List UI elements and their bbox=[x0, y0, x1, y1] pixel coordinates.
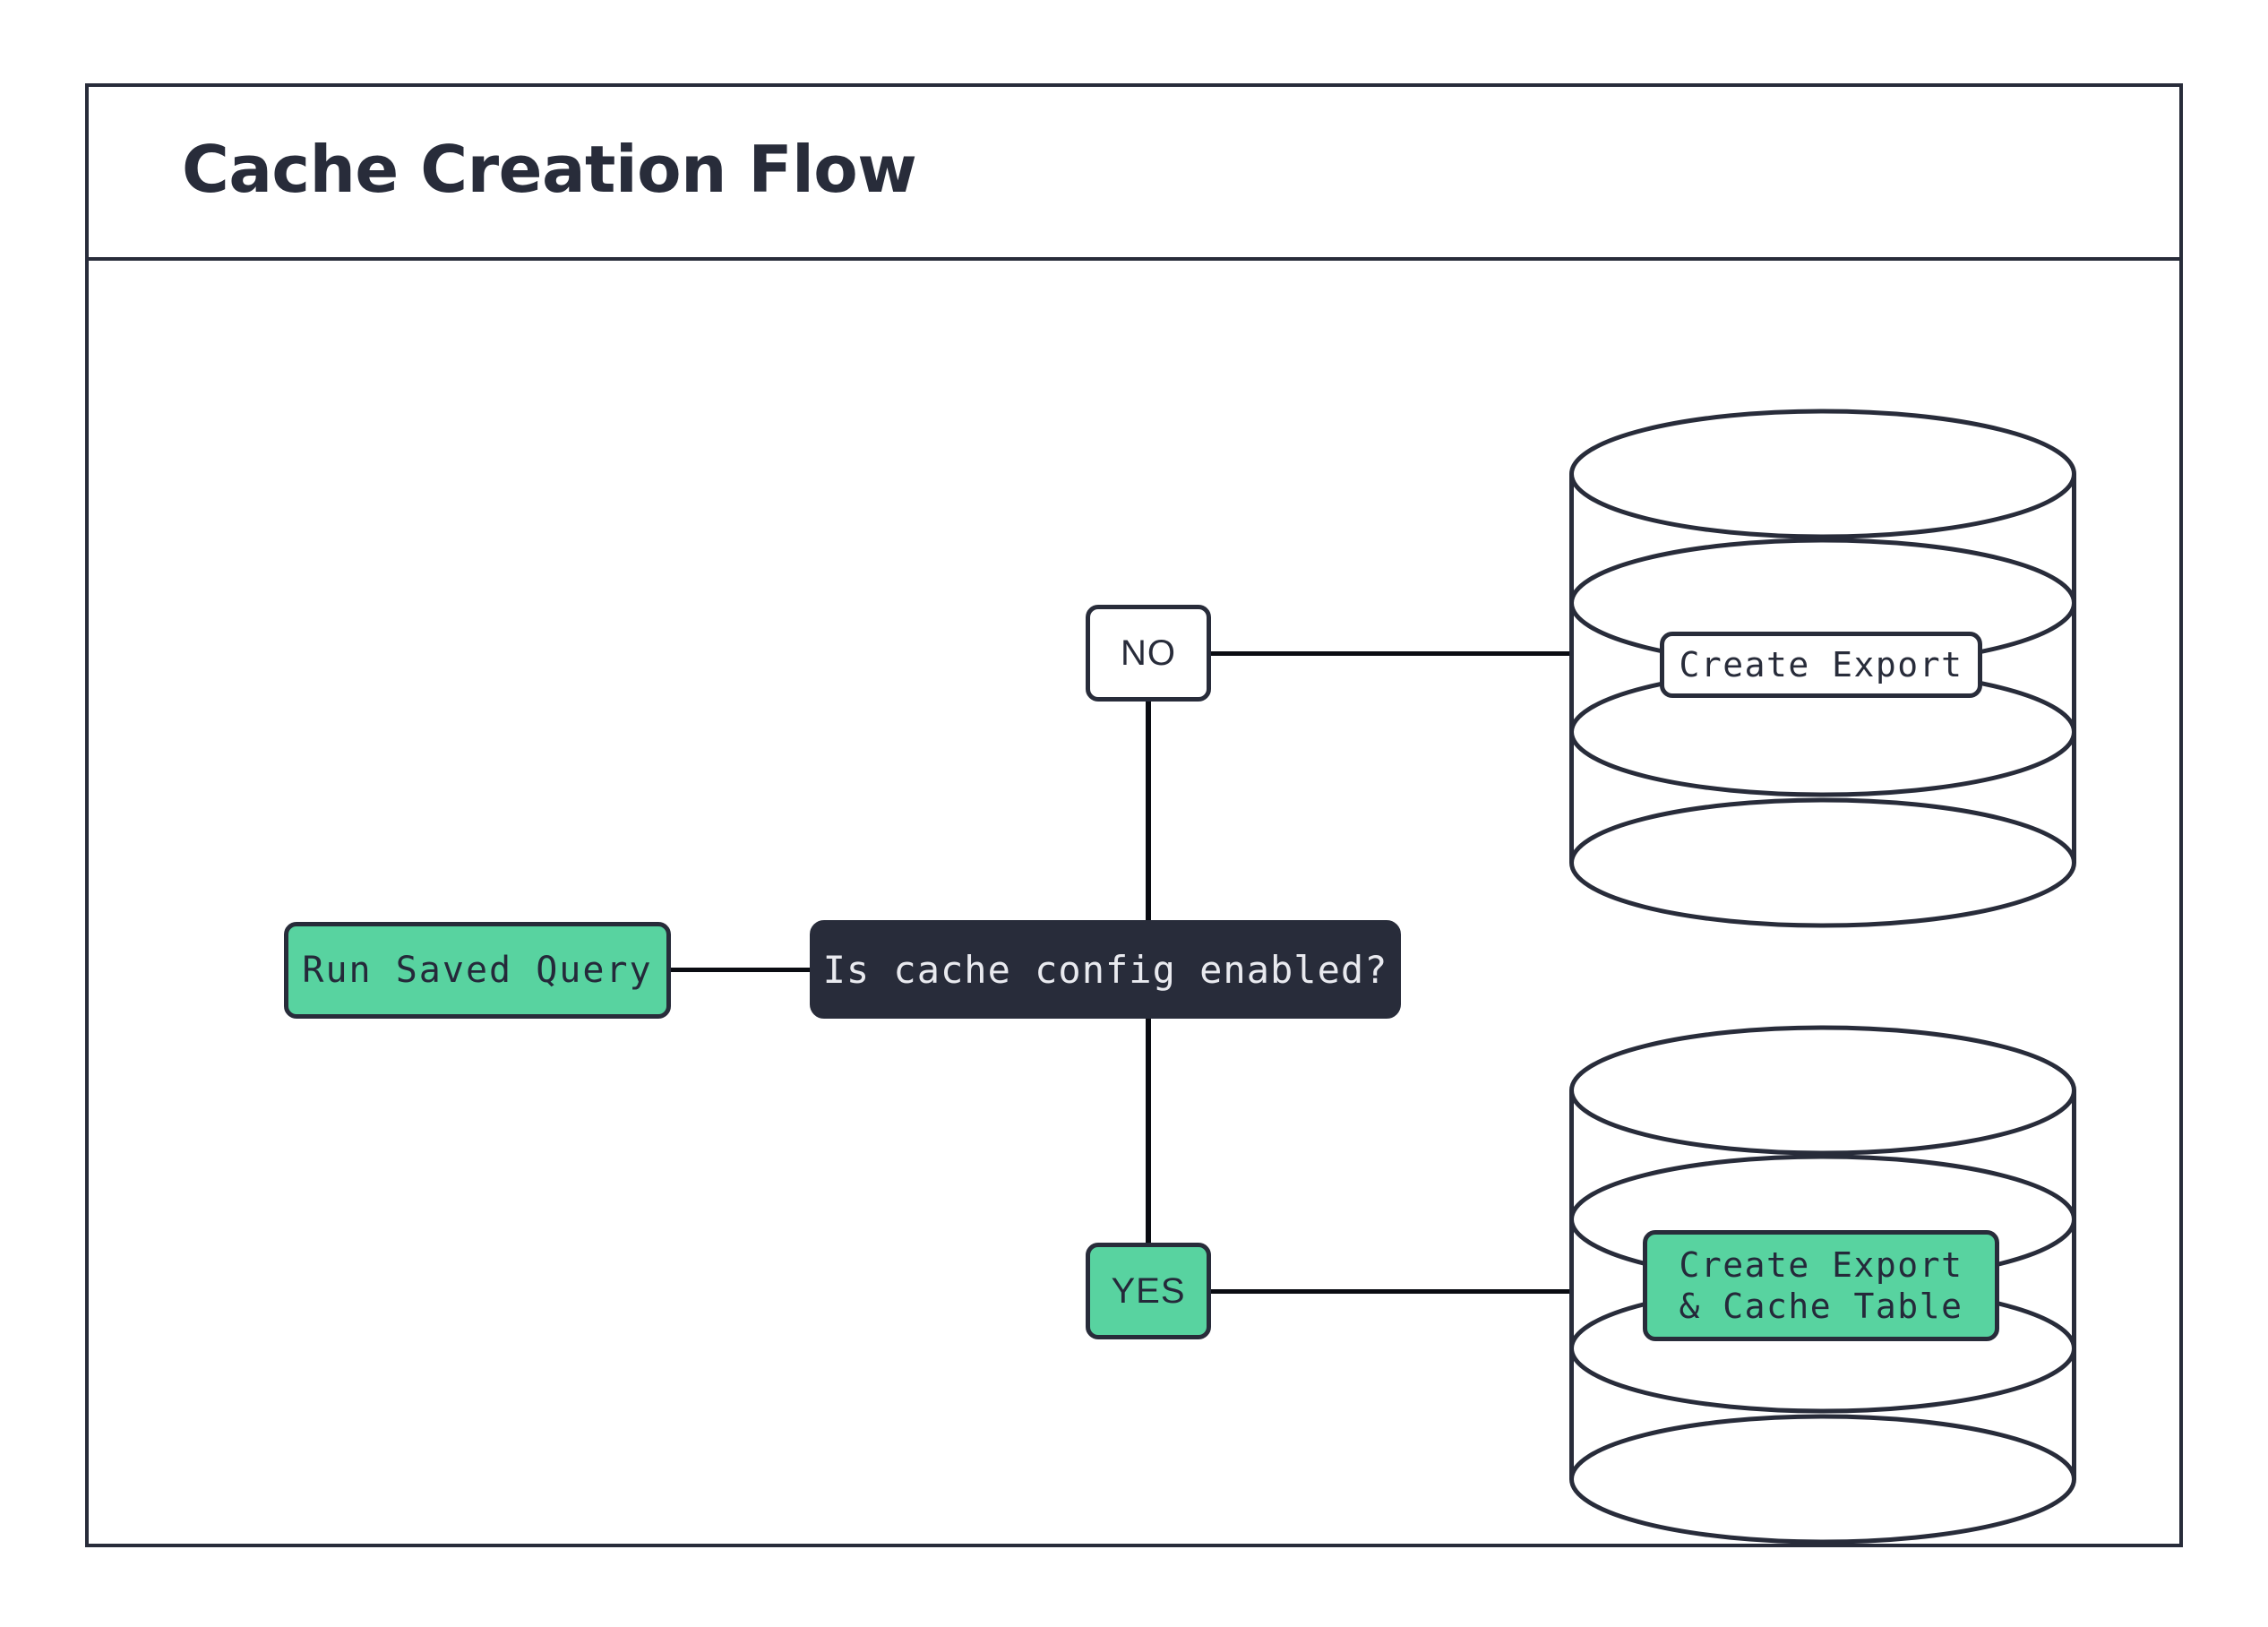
edge-run-query-to-decision bbox=[671, 968, 812, 972]
database-label-line-1: Create Export bbox=[1679, 1244, 1963, 1285]
page-title: Cache Creation Flow bbox=[182, 132, 917, 207]
node-decision-cache-config[interactable]: Is cache config enabled? bbox=[810, 920, 1401, 1019]
branch-label-no[interactable]: NO bbox=[1086, 605, 1211, 702]
diagram-frame: Cache Creation Flow Run Saved Query Is c… bbox=[85, 83, 2183, 1547]
node-run-saved-query[interactable]: Run Saved Query bbox=[284, 922, 671, 1019]
edge-decision-to-no bbox=[1146, 699, 1151, 923]
database-cylinder-export: Create Export bbox=[1569, 409, 2076, 928]
database-label-line-2: & Cache Table bbox=[1679, 1287, 1963, 1326]
edge-yes-to-cache-db bbox=[1211, 1289, 1573, 1294]
database-cylinder-cache: Create Export & Cache Table bbox=[1569, 1025, 2076, 1545]
database-label-create-export[interactable]: Create Export bbox=[1660, 632, 1982, 698]
edge-decision-to-yes bbox=[1146, 1017, 1151, 1244]
database-label-create-export-cache-table[interactable]: Create Export & Cache Table bbox=[1643, 1230, 1999, 1341]
branch-label-yes[interactable]: YES bbox=[1086, 1243, 1211, 1339]
flow-canvas: Run Saved Query Is cache config enabled?… bbox=[89, 261, 2179, 1545]
diagram-header: Cache Creation Flow bbox=[89, 87, 2179, 261]
edge-no-to-export-db bbox=[1211, 651, 1573, 656]
